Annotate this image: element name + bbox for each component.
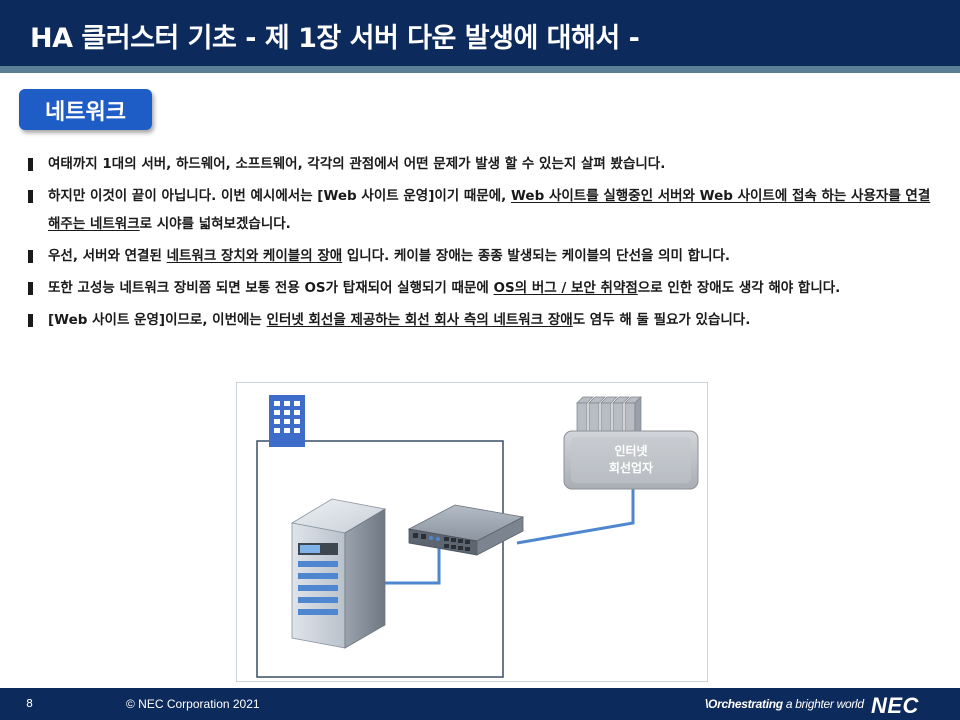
bullet-text: 로 시야를 넓혀보겠습니다. (139, 216, 291, 232)
bullet-text: 또한 고성능 네트워크 장비쯤 되면 보통 전용 OS가 탑재되어 실행되기 때… (48, 280, 494, 296)
bullet-emphasis: 네트워크 장치와 케이블의 장애 (166, 248, 343, 264)
bullet-item: 여태까지 1대의 서버, 하드웨어, 소프트웨어, 각각의 관점에서 어떤 문제… (28, 150, 933, 178)
bullet-text: 우선, 서버와 연결된 (48, 248, 167, 264)
bullet-emphasis: Web 사이트를 실행중인 서버와 Web 사이트에 접속 하는 사용자를 연결… (48, 188, 931, 232)
bullet-list: 여태까지 1대의 서버, 하드웨어, 소프트웨어, 각각의 관점에서 어떤 문제… (28, 150, 933, 338)
bullet-marker (28, 250, 33, 263)
isp-label-line2: 회선업자 (609, 460, 653, 475)
bullet-emphasis: 인터넷 회선을 제공하는 회선 회사 측의 네트워크 장애 (266, 312, 573, 328)
bullet-item: 하지만 이것이 끝이 아닙니다. 이번 예시에서는 [Web 사이트 운영]이기… (28, 182, 933, 238)
bullet-item: 또한 고성능 네트워크 장비쯤 되면 보통 전용 OS가 탑재되어 실행되기 때… (28, 274, 933, 302)
server-switch-cable (370, 548, 441, 585)
bullet-item: 우선, 서버와 연결된 네트워크 장치와 케이블의 장애 입니다. 케이블 장애… (28, 242, 933, 270)
section-badge: 네트워크 (19, 89, 152, 130)
bullet-emphasis: OS의 버그 / 보안 취약점 (493, 280, 638, 296)
page-title: HA 클러스터 기초 - 제 1장 서버 다운 발생에 대해서 - (30, 23, 640, 54)
bullet-text: 으로 인한 장애도 생각 해야 합니다. (637, 280, 841, 296)
copyright-text: © NEC Corporation 2021 (126, 697, 260, 711)
bullet-item: [Web 사이트 운영]이므로, 이번에는 인터넷 회선을 제공하는 회선 회사… (28, 306, 933, 334)
footer-bar: 8 © NEC Corporation 2021 \Orchestrating … (0, 688, 960, 720)
switch-isp-cable (516, 483, 635, 545)
bullet-text: [Web 사이트 운영]이므로, 이번에는 (48, 312, 267, 328)
brand-tagline: \Orchestrating a brighter world (705, 697, 864, 711)
brand-tagline-rest: a brighter world (782, 697, 864, 711)
bullet-text: 도 염두 해 둘 필요가 있습니다. (572, 312, 751, 328)
bullet-marker (28, 282, 33, 295)
network-diagram-svg: 인터넷 회선업자 (256, 395, 699, 678)
server-icon (290, 498, 387, 649)
page-number: 8 (26, 697, 33, 710)
bullet-marker (28, 158, 33, 171)
nec-logo: NEC (871, 693, 919, 718)
isp-box (563, 430, 699, 490)
bullet-text: 하지만 이것이 끝이 아닙니다. 이번 예시에서는 [Web 사이트 운영]이기… (48, 188, 512, 204)
isp-label-line1: 인터넷 (614, 443, 647, 458)
brand-tagline-bold: \Orchestrating (705, 697, 783, 711)
building-icon (269, 395, 305, 447)
isp-server-cluster-icon (576, 396, 642, 442)
header-bar: HA 클러스터 기초 - 제 1장 서버 다운 발생에 대해서 - (0, 0, 960, 66)
site-boundary-box (256, 440, 504, 678)
bullet-text: 여태까지 1대의 서버, 하드웨어, 소프트웨어, 각각의 관점에서 어떤 문제… (48, 156, 666, 172)
header-stripe (0, 66, 960, 73)
bullet-text: 입니다. 케이블 장애는 종종 발생되는 케이블의 단선을 의미 합니다. (342, 248, 731, 264)
bullet-marker (28, 190, 33, 203)
network-diagram: 인터넷 회선업자 (236, 382, 708, 682)
bullet-marker (28, 314, 33, 327)
network-switch-icon (407, 504, 525, 556)
